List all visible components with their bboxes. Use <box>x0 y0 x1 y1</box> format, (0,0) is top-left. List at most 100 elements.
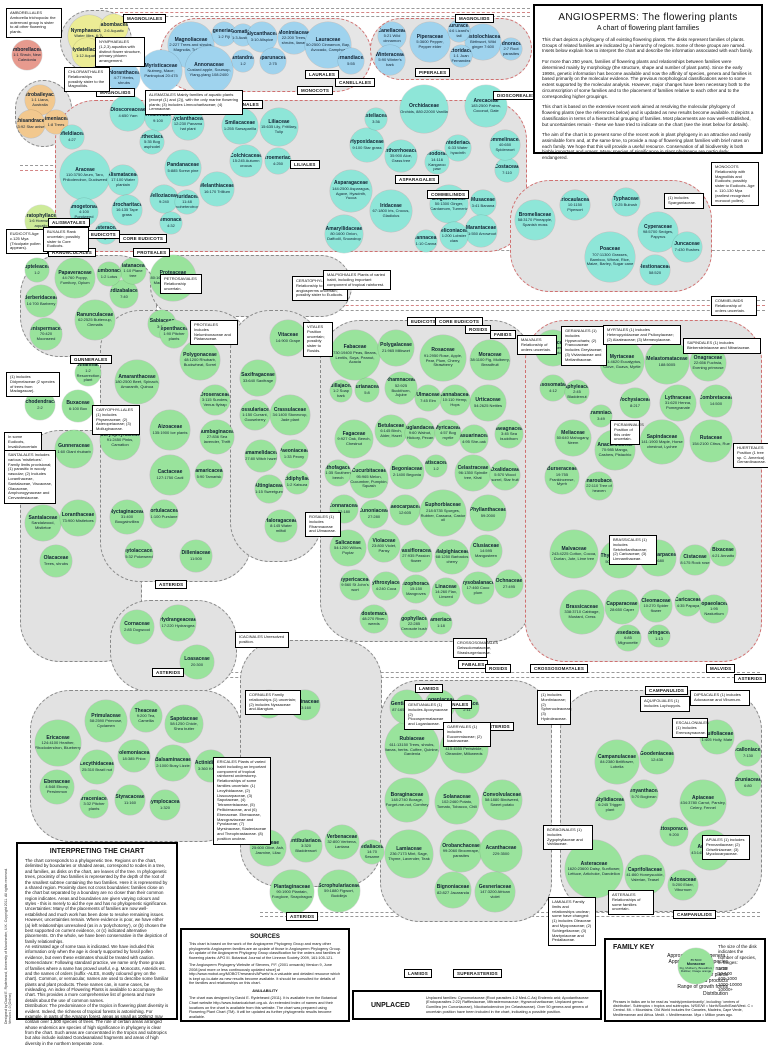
family-disk-saururaceae[interactable]: Saururaceae4:6 Lizard's tail <box>448 20 470 42</box>
family-disk-crossosomataceae[interactable]: Crossosomataceae4:12 <box>540 375 566 401</box>
family-disk-lactoridaceae[interactable]: Lactoridaceae1:1 Juan Fernandez <box>450 45 472 67</box>
family-disk-stemonaceae[interactable]: Stemonaceae4:32 <box>160 212 182 234</box>
family-disk-menispermaceae[interactable]: Menispermaceae70:420 Moonseed <box>30 318 62 350</box>
family-disk-zygophyllaceae[interactable]: Zygophyllaceae22:285 Creosote bush <box>400 610 428 638</box>
family-disk-heliconiaceae[interactable]: Heliconiaceae1:200 Lobster claw <box>440 222 468 250</box>
family-disk-erythroxylaceae[interactable]: Erythroxylaceae4:240 Coca <box>372 572 400 600</box>
family-disk-hydrocharitaceae[interactable]: Hydrocharitaceae16:135 Tape grass <box>112 195 142 225</box>
family-disk-portulacaceae[interactable]: Portulacaceae1:100 Purslane <box>150 500 178 528</box>
family-disk-resedaceae[interactable]: Resedaceae6:85 Mignonette <box>615 625 641 651</box>
family-disk-pittosporaceae[interactable]: Pittosporaceae9:200 <box>660 818 688 846</box>
family-disk-calycanthaceae[interactable]: Calycanthaceae3:10 Allspice <box>247 22 277 52</box>
family-disk-aristolochiaceae[interactable]: AristolochiaceaeBirthwort, Wild ginger 7… <box>465 24 501 60</box>
family-disk-moringaceae[interactable]: Moringaceae1:13 <box>648 625 670 647</box>
family-disk-elaeocarpaceae[interactable]: Elaeocarpaceae12:605 <box>390 495 420 525</box>
family-disk-hernandiaceae[interactable]: Hernandiaceae5:55 <box>338 48 364 74</box>
family-disk-xanthorrhoeaceae[interactable]: Xanthorrhoeaceae35:900 Aloe, Grass tree <box>385 140 417 172</box>
family-disk-lardizabalaceae[interactable]: Lardizabalaceae7:40 <box>110 280 138 308</box>
family-disk-staphyleaceae[interactable]: Staphyleaceae2:45 Bladdernut <box>565 380 589 404</box>
family-disk-cunoniaceae[interactable]: Cunoniaceae27:280 <box>360 500 388 528</box>
family-disk-nepenthaceae[interactable]: Nepenthaceae1:90 Pitcher plants <box>160 320 188 348</box>
family-disk-menyanthaceae[interactable]: Menyanthaceae5:70 Bogbean <box>630 780 658 808</box>
family-disk-chrysobalanaceae[interactable]: Chrysobalanaceae17:460 Coco plum <box>462 572 494 604</box>
family-disk-lentibulariaceae[interactable]: Lentibulariaceae3:320 Bladderwort <box>290 830 322 862</box>
family-disk-plumbaginaceae[interactable]: Plumbaginaceae27:836 Sea lavender, Thrif… <box>200 420 234 454</box>
family-disk-quillajaceae[interactable]: Quillajaceae1:2 Soap bark <box>330 380 352 402</box>
family-disk-cannaceae[interactable]: Cannaceae1:10 Canna <box>415 230 437 252</box>
family-disk-degeneriaceae[interactable]: Degeneriaceae1:2 Fiji <box>212 22 236 46</box>
family-disk-escalloniaceae[interactable]: Escalloniaceae7:130 <box>735 740 761 766</box>
family-disk-cercidiphyllaceae[interactable]: Cercidiphyllaceae1:2 Katsura <box>285 470 309 494</box>
family-disk-picramniaceae[interactable]: Picramniaceae3:49 <box>590 405 612 427</box>
family-disk-krameriaceae[interactable]: Krameriaceae1:18 <box>430 612 452 634</box>
family-disk-casuarinaceae[interactable]: Casuarinaceae4:95 She-oak <box>460 425 488 453</box>
family-disk-myrothamnaceae[interactable]: Myrothamnaceae1:2 Resurrection plant <box>75 360 101 386</box>
family-disk-symplocaceae[interactable]: Symplocaceae1:320 <box>150 790 180 820</box>
family-disk-asteliaceae[interactable]: Asteliaceae3:36 <box>365 108 387 130</box>
family-disk-nelumbonaceae[interactable]: Nelumbonaceae1:2 Lotus <box>97 262 121 286</box>
family-disk-hamamelidaceae[interactable]: Hamamelidaceae27:80 Witch hazel <box>245 440 277 472</box>
